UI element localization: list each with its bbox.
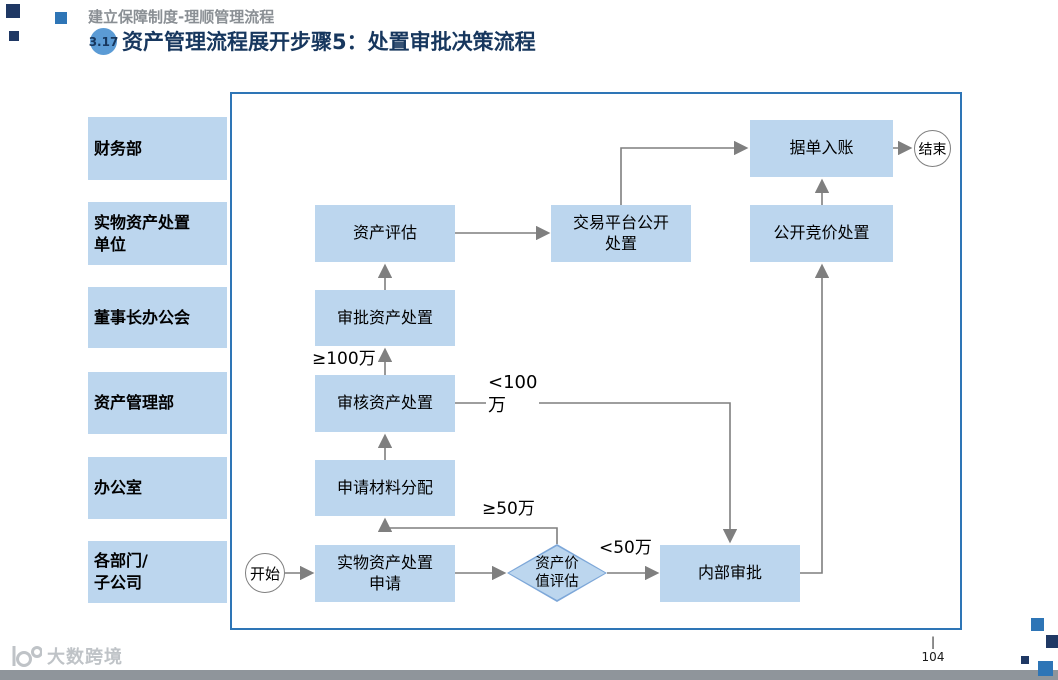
breadcrumb: 建立保障制度-理顺管理流程 (88, 8, 275, 26)
diagram-frame (230, 92, 962, 630)
decor-square (1031, 618, 1044, 631)
node-record-entry: 据单入账 (750, 120, 893, 177)
decor-square (9, 31, 19, 41)
decor-square (1046, 635, 1058, 648)
bottom-strip (0, 670, 1058, 680)
lane-label-asset-disposal-unit: 实物资产处置 单位 (88, 202, 227, 265)
decor-square (1021, 656, 1029, 664)
condition-lt-100w: <100 万 (486, 372, 540, 417)
decor-square (1038, 661, 1053, 676)
node-material-distribution: 申请材料分配 (315, 460, 455, 516)
condition-gte-50w: ≥50万 (482, 499, 535, 519)
section-number-badge: 3.17 (89, 28, 118, 55)
lane-label-office: 办公室 (88, 457, 227, 519)
lane-label-asset-mgmt-dept: 资产管理部 (88, 372, 227, 434)
node-platform-disposal: 交易平台公开 处置 (551, 205, 691, 262)
lane-label-chairman-office: 董事长办公会 (88, 287, 227, 348)
brand-logo: 大数跨境 (10, 642, 123, 670)
decision-asset-value: 资产价 值评估 (507, 544, 607, 602)
page-title: 资产管理流程展开步骤5：处置审批决策流程 (122, 30, 536, 54)
condition-lt-50w: <50万 (599, 538, 652, 558)
node-asset-evaluation: 资产评估 (315, 205, 455, 262)
page-number: 104 (921, 650, 945, 664)
lane-label-departments-subsidiaries: 各部门/ 子公司 (88, 541, 227, 603)
page-indicator: | 104 (920, 635, 946, 665)
node-public-bidding: 公开竞价处置 (750, 205, 893, 262)
node-internal-approval: 内部审批 (660, 545, 800, 602)
node-asset-application: 实物资产处置 申请 (315, 545, 455, 602)
logo-icon (12, 646, 42, 667)
lane-label-finance-dept: 财务部 (88, 117, 227, 180)
decor-square (6, 4, 20, 18)
logo-text: 大数跨境 (47, 647, 123, 668)
end-terminator: 结束 (914, 130, 951, 167)
node-approve-disposal: 审批资产处置 (315, 290, 455, 346)
node-review-disposal: 审核资产处置 (315, 375, 455, 432)
page-divider: | (930, 635, 936, 649)
start-terminator: 开始 (245, 553, 285, 593)
decor-square (55, 12, 67, 24)
condition-gte-100w: ≥100万 (312, 349, 376, 369)
decision-label: 资产价 值评估 (535, 555, 579, 590)
